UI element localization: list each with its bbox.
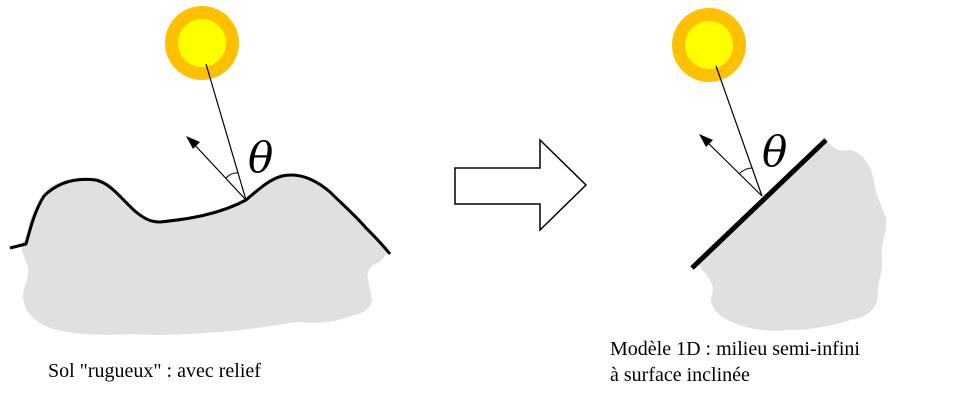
normal-arrow-right — [704, 139, 763, 197]
normal-arrowhead — [186, 136, 200, 149]
normal-arrowhead-right — [699, 134, 713, 147]
angle-arc-right — [738, 167, 753, 175]
right-caption-line1: Modèle 1D : milieu semi-infini — [610, 338, 860, 360]
rough-soil-body — [21, 174, 388, 335]
sun-core — [178, 19, 226, 67]
left-caption: Sol "rugueux" : avec relief — [48, 360, 261, 382]
normal-arrow — [191, 141, 247, 201]
left-panel: θ — [9, 6, 392, 335]
theta-label-left: θ — [248, 133, 273, 182]
inclined-surface-line — [690, 138, 828, 270]
right-panel: θ — [672, 8, 887, 331]
sun-core-right — [685, 21, 733, 69]
sun-ray-right — [715, 65, 763, 197]
inclined-soil-body — [696, 140, 887, 331]
rough-surface-line — [9, 173, 392, 255]
sun-ray — [205, 63, 247, 201]
transition-arrow — [454, 138, 588, 232]
right-caption-line2: à surface inclinée — [610, 364, 750, 386]
theta-label-right: θ — [762, 127, 787, 176]
angle-arc — [225, 172, 239, 179]
